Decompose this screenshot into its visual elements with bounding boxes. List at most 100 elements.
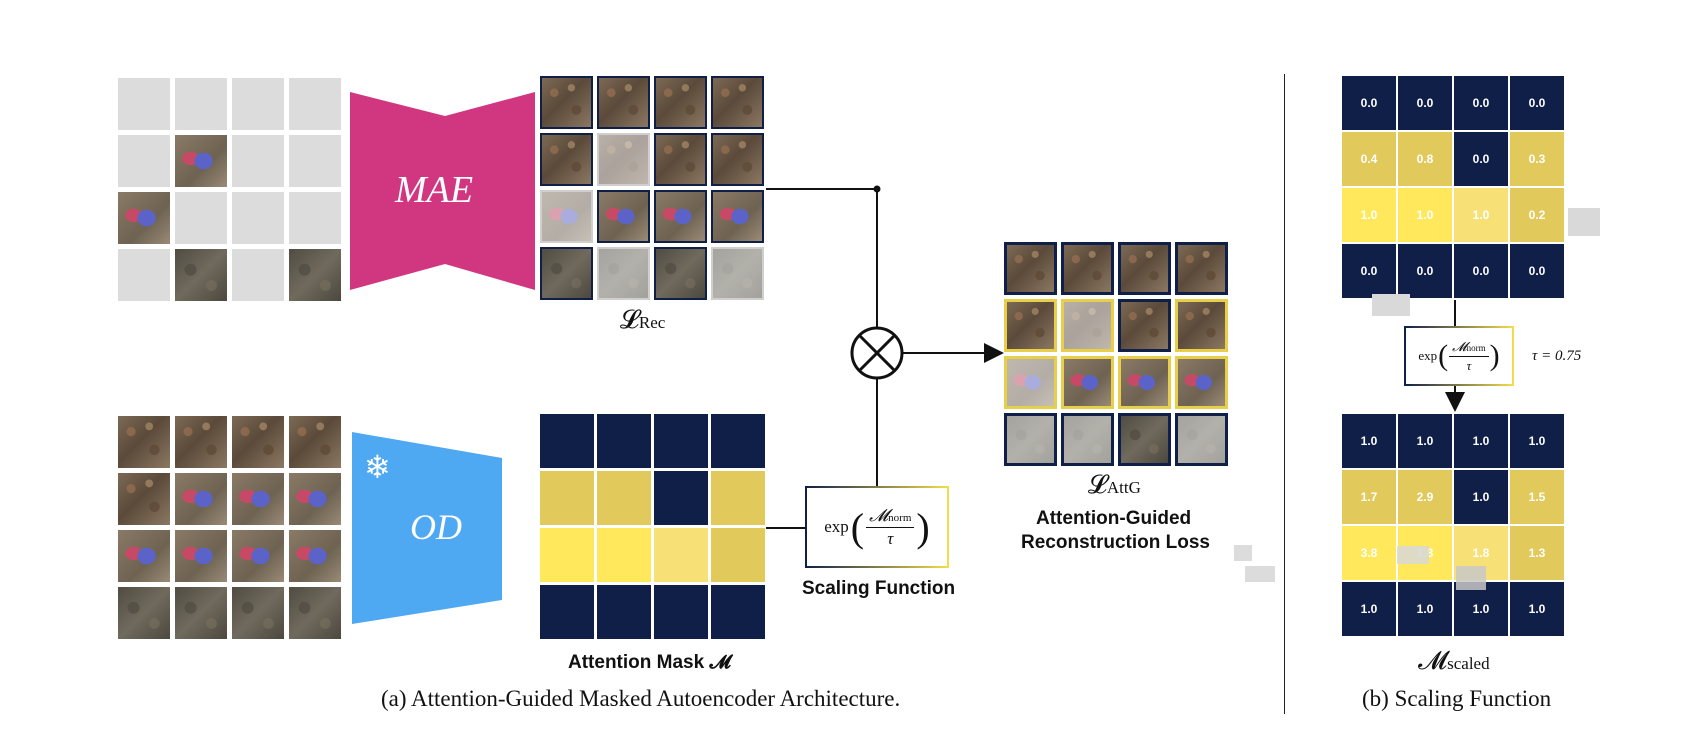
input-patch	[289, 530, 341, 582]
scaling-formula-box: exp ( 𝓜norm τ )	[805, 486, 949, 568]
weighted-patch	[1004, 413, 1057, 466]
reconstructed-patch	[654, 190, 707, 243]
visible-patch	[289, 249, 341, 301]
masked-patch	[289, 78, 341, 130]
reconstructed-patch	[597, 190, 650, 243]
decor-block	[1568, 208, 1600, 236]
attention-mask-cell	[540, 471, 594, 525]
reconstructed-patch	[540, 247, 593, 300]
caption-a: (a) Attention-Guided Masked Autoencoder …	[381, 686, 901, 711]
masked-patch	[118, 135, 170, 187]
attention-mask-label: Attention Mask 𝓜	[568, 652, 731, 673]
decor-block	[1234, 545, 1252, 561]
value-cell: 1.0	[1510, 582, 1564, 636]
value-cell: 0.0	[1342, 76, 1396, 130]
value-cell: 1.0	[1342, 582, 1396, 636]
input-patch	[118, 587, 170, 639]
weighted-patch	[1118, 356, 1171, 409]
input-patch	[175, 530, 227, 582]
value-cell: 1.0	[1342, 188, 1396, 242]
value-cell: 0.0	[1510, 76, 1564, 130]
reconstructed-patch	[597, 247, 650, 300]
od-encoder	[352, 432, 502, 624]
masked-patch	[232, 135, 284, 187]
input-patch	[175, 473, 227, 525]
formula-num-sub-b: norm	[1466, 342, 1486, 353]
value-cell: 1.3	[1510, 526, 1564, 580]
attention-guided-grid	[1004, 242, 1230, 468]
value-cell: 0.0	[1398, 76, 1452, 130]
m-scaled-label: 𝓜scaled	[1418, 646, 1490, 677]
input-patch	[232, 416, 284, 468]
visible-patch	[118, 192, 170, 244]
attention-mask-cell	[711, 414, 765, 468]
attention-mask-cell	[654, 414, 708, 468]
input-patch	[232, 473, 284, 525]
weighted-patch	[1061, 299, 1114, 352]
masked-patch	[118, 78, 170, 130]
tau-value: τ = 0.75	[1532, 348, 1582, 364]
formula-fn-b: exp	[1418, 348, 1438, 363]
mae-label: MAE	[395, 169, 474, 211]
weighted-patch	[1004, 242, 1057, 295]
m-scaled-symbol: 𝓜	[1418, 646, 1448, 675]
decor-block	[1245, 566, 1275, 582]
value-cell: 0.8	[1398, 132, 1452, 186]
value-cell: 1.0	[1454, 188, 1508, 242]
value-cell: 1.5	[1510, 470, 1564, 524]
input-patch	[289, 473, 341, 525]
value-cell: 2.9	[1398, 470, 1452, 524]
value-cell: 1.0	[1510, 414, 1564, 468]
masked-patch	[118, 249, 170, 301]
masked-patch	[289, 192, 341, 244]
attention-mask-cell	[654, 528, 708, 582]
weighted-patch	[1175, 242, 1228, 295]
caption-b: (b) Scaling Function	[1362, 686, 1552, 711]
reconstructed-patch	[711, 76, 764, 129]
reconstructed-patch	[540, 76, 593, 129]
value-cell: 3.8	[1342, 526, 1396, 580]
value-cell: 0.2	[1510, 188, 1564, 242]
m-scaled-sub: scaled	[1447, 654, 1490, 673]
weighted-patch	[1118, 413, 1171, 466]
attention-mask-cell	[540, 528, 594, 582]
attention-mask-cell	[711, 528, 765, 582]
reconstructed-patch	[597, 76, 650, 129]
attention-mask-cell	[711, 471, 765, 525]
loss-rec-symbol: 𝓛	[620, 305, 639, 334]
decor-block	[1372, 294, 1410, 316]
formula-num-symbol-b: 𝓜	[1452, 338, 1467, 354]
weighted-patch	[1175, 299, 1228, 352]
input-patch	[289, 416, 341, 468]
loss-rec-sub: Rec	[638, 313, 666, 332]
value-cell: 1.0	[1342, 414, 1396, 468]
loss-rec-label: 𝓛Rec	[620, 305, 665, 336]
value-cell: 1.0	[1398, 582, 1452, 636]
loss-attg-symbol: 𝓛	[1088, 470, 1107, 499]
attention-mask-cell	[654, 585, 708, 639]
masked-patch	[175, 192, 227, 244]
formula-num-sub: norm	[888, 511, 912, 524]
masked-patch	[289, 135, 341, 187]
decor-block	[1456, 566, 1486, 590]
input-patch	[118, 416, 170, 468]
value-cell: 0.0	[1454, 76, 1508, 130]
scaling-function-label: Scaling Function	[802, 578, 956, 599]
weighted-patch	[1004, 299, 1057, 352]
weighted-patch	[1061, 242, 1114, 295]
value-cell: 1.0	[1398, 188, 1452, 242]
formula-den: τ	[887, 528, 894, 548]
masked-patch	[232, 249, 284, 301]
masked-patch	[175, 78, 227, 130]
loss-attg-sub: AttG	[1106, 478, 1141, 497]
value-cell: 0.0	[1454, 132, 1508, 186]
attention-mask-cell	[540, 585, 594, 639]
value-cell: 1.0	[1398, 414, 1452, 468]
attg-caption-line2: Reconstruction Loss	[1021, 532, 1210, 553]
attention-mask-cell	[711, 585, 765, 639]
od-label: OD	[410, 507, 462, 547]
attention-mask-grid	[540, 414, 766, 640]
input-patch	[175, 587, 227, 639]
